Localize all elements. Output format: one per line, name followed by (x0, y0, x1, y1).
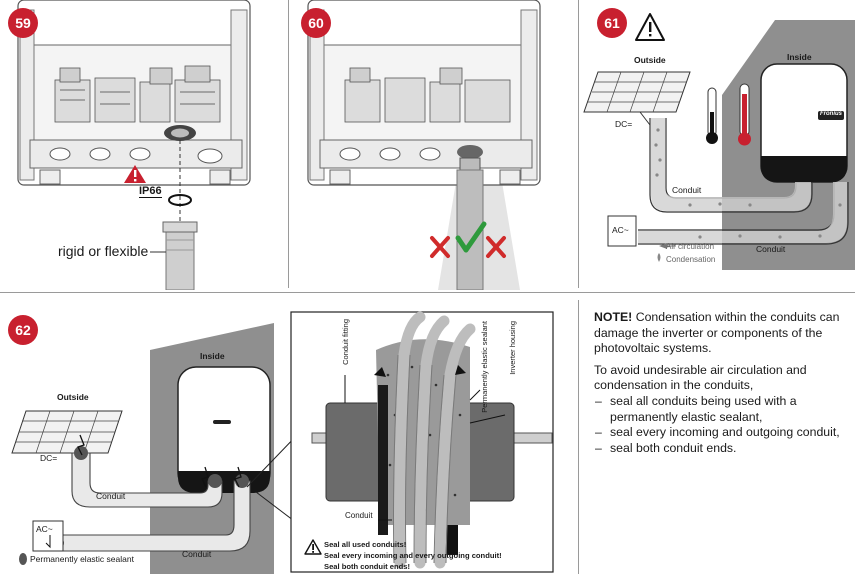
step-badge: 62 (8, 315, 38, 345)
divider-h (0, 292, 855, 293)
inside-label: Inside (787, 52, 812, 62)
condensation-drop-icon (657, 253, 661, 262)
ac-label: AC~ (36, 524, 53, 534)
sealant-label-line2: sealant (480, 321, 489, 346)
legend-condensation: Condensation (666, 255, 716, 264)
conduit-lower-label: Conduit (756, 244, 786, 254)
detail-warning-text: Seal all used conduits! Seal every incom… (324, 539, 502, 572)
panel-step-59: 59 IP66 rigid or flexible (0, 0, 287, 290)
sealant-label: Permanently elastic sealant (480, 321, 489, 413)
dc-label: DC= (615, 119, 633, 129)
dc-label: DC= (40, 453, 58, 463)
panel-step-60: 60 (290, 0, 577, 290)
sealed-conduit-diagram (11, 311, 554, 574)
warning-triangle-icon (124, 165, 146, 183)
detail-inset (290, 311, 554, 573)
divider-v2 (578, 0, 579, 288)
solar-panel-icon (11, 410, 123, 454)
divider-v1 (288, 0, 289, 288)
protection-rating-label: IP66 (139, 185, 162, 198)
conduit-fitting-label: Conduit fitting (341, 319, 350, 365)
warning-line-2: Seal every incoming and every outgoing c… (324, 551, 502, 560)
warning-icon (304, 539, 322, 555)
inverter-icon (177, 366, 271, 493)
detail-conduit-label: Conduit (345, 511, 373, 520)
air-circulation-icon (659, 243, 676, 249)
inside-label: Inside (200, 351, 225, 361)
inverter-housing-label: Inverter housing (508, 321, 517, 375)
note-heading: NOTE! (594, 310, 633, 324)
step-badge: 59 (8, 8, 38, 38)
condensation-diagram (583, 20, 855, 270)
sealant-legend-icon (19, 553, 27, 565)
divider-v3 (578, 300, 579, 574)
note-intro: NOTE! Condensation within the conduits c… (594, 310, 850, 357)
note-intro-text: Condensation within the conduits can dam… (594, 310, 840, 356)
note-item-3: seal both conduit ends. (594, 441, 850, 457)
outside-label: Outside (634, 55, 666, 65)
solar-panel-icon (583, 71, 691, 126)
note-block: NOTE! Condensation within the conduits c… (594, 310, 850, 456)
note-lead: To avoid undesirable air circulation and… (594, 362, 807, 393)
conduit-upper-label: Conduit (96, 491, 126, 501)
warning-icon (635, 13, 665, 41)
step-badge: 61 (597, 8, 627, 38)
conduit-type-label: rigid or flexible (58, 243, 149, 259)
note-item-2: seal every incoming and outgoing conduit… (594, 425, 850, 441)
conduit-upper-label: Conduit (672, 185, 702, 195)
panel-step-62: 62 Inside Outside DC= Conduit AC~ Condui… (0, 295, 577, 574)
junction-box-open-illustration (17, 0, 251, 290)
outside-label: Outside (57, 392, 89, 402)
legend-air-circulation: Air circulation (666, 242, 715, 251)
wrong-angle-left-icon (430, 236, 450, 258)
note-item-1: seal all conduits being used with a perm… (594, 394, 850, 425)
note-list: seal all conduits being used with a perm… (594, 394, 850, 456)
correct-check-icon (455, 221, 487, 253)
sealant-legend-label: Permanently elastic sealant (30, 554, 134, 564)
sealant-label-line1: Permanently elastic (480, 347, 489, 413)
junction-box-sealed-illustration (307, 0, 541, 290)
ac-label: AC~ (612, 225, 629, 235)
warning-line-1: Seal all used conduits! (324, 540, 407, 549)
brand-logo: Fronius (820, 111, 842, 117)
panel-step-61: 61 Outside Inside Fronius DC= AC~ Condui… (580, 0, 855, 290)
thermometer-outside-icon (706, 87, 718, 144)
wrong-angle-right-icon (486, 236, 506, 258)
step-badge: 60 (301, 8, 331, 38)
conduit-lower-label: Conduit (182, 549, 212, 559)
thermometer-inside-icon (738, 83, 751, 146)
warning-line-3: Seal both conduit ends! (324, 562, 411, 571)
inverter-icon (760, 63, 848, 183)
